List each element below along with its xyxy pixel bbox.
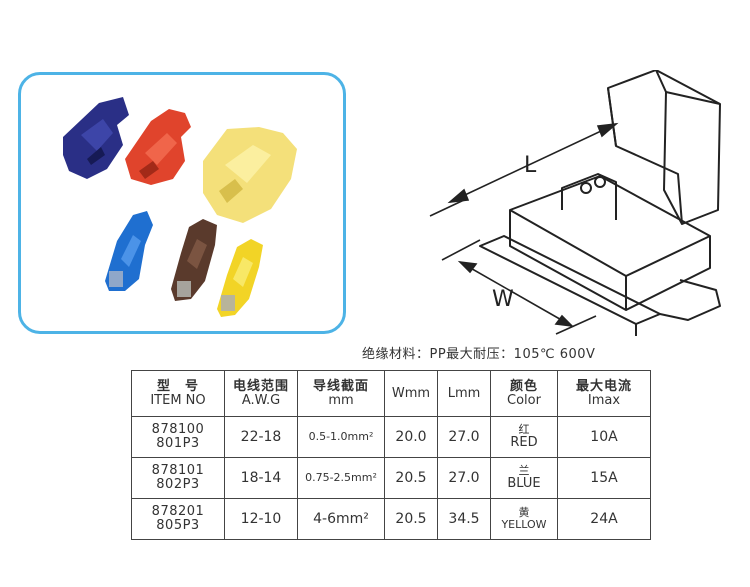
cell-item-no: 878101 802P3 — [131, 457, 225, 499]
connector-technical-drawing: L W — [429, 70, 721, 336]
dimension-l — [429, 122, 619, 217]
cell-wmm: 20.5 — [384, 498, 438, 540]
connector-yellow-small — [217, 239, 263, 317]
cell-awg: 18-14 — [224, 457, 298, 499]
cell-lmm: 27.0 — [437, 457, 491, 499]
cell-awg: 12-10 — [224, 498, 298, 540]
label-w: W — [492, 287, 514, 312]
label-l: L — [524, 153, 537, 178]
header-item-no: 型 号 ITEM NO — [131, 370, 225, 417]
cell-imax: 24A — [557, 498, 651, 540]
table-header-row: 型 号 ITEM NO 电线范围 A.W.G 导线截面 mm Wmm Lmm 颜… — [131, 370, 651, 417]
header-lmm: Lmm — [437, 370, 491, 417]
cell-wmm: 20.5 — [384, 457, 438, 499]
product-photo-frame — [18, 72, 346, 334]
cell-item-no: 878100 801P3 — [131, 416, 225, 458]
table-row: 878100 801P3 22-18 0.5-1.0mm² 20.0 27.0 … — [131, 416, 651, 458]
cell-imax: 15A — [557, 457, 651, 499]
cell-item-no: 878201 805P3 — [131, 498, 225, 540]
cell-awg: 22-18 — [224, 416, 298, 458]
cell-section: 4-6mm² — [297, 498, 385, 540]
cell-section: 0.75-2.5mm² — [297, 457, 385, 499]
table-row: 878201 805P3 12-10 4-6mm² 20.5 34.5 黄 YE… — [131, 498, 651, 540]
connector-red — [125, 109, 191, 185]
spec-table: 型 号 ITEM NO 电线范围 A.W.G 导线截面 mm Wmm Lmm 颜… — [131, 370, 651, 540]
table-row: 878101 802P3 18-14 0.75-2.5mm² 20.5 27.0… — [131, 457, 651, 499]
connector-yellow — [203, 127, 297, 223]
header-wmm: Wmm — [384, 370, 438, 417]
product-photo — [63, 97, 297, 317]
cell-color: 黄 YELLOW — [490, 498, 558, 540]
cell-color: 兰 BLUE — [490, 457, 558, 499]
header-imax: 最大电流 Imax — [557, 370, 651, 417]
cell-lmm: 34.5 — [437, 498, 491, 540]
header-color: 颜色 Color — [490, 370, 558, 417]
cell-wmm: 20.0 — [384, 416, 438, 458]
insulation-spec: 绝缘材料：PP最大耐压：105℃ 600V — [362, 347, 596, 362]
cell-color: 红 RED — [490, 416, 558, 458]
cell-section: 0.5-1.0mm² — [297, 416, 385, 458]
dimension-w — [441, 239, 597, 335]
header-awg: 电线范围 A.W.G — [224, 370, 298, 417]
cell-imax: 10A — [557, 416, 651, 458]
connector-brown — [171, 219, 217, 301]
cell-lmm: 27.0 — [437, 416, 491, 458]
connector-navy — [63, 97, 129, 179]
header-section: 导线截面 mm — [297, 370, 385, 417]
connector-blue — [105, 211, 153, 291]
